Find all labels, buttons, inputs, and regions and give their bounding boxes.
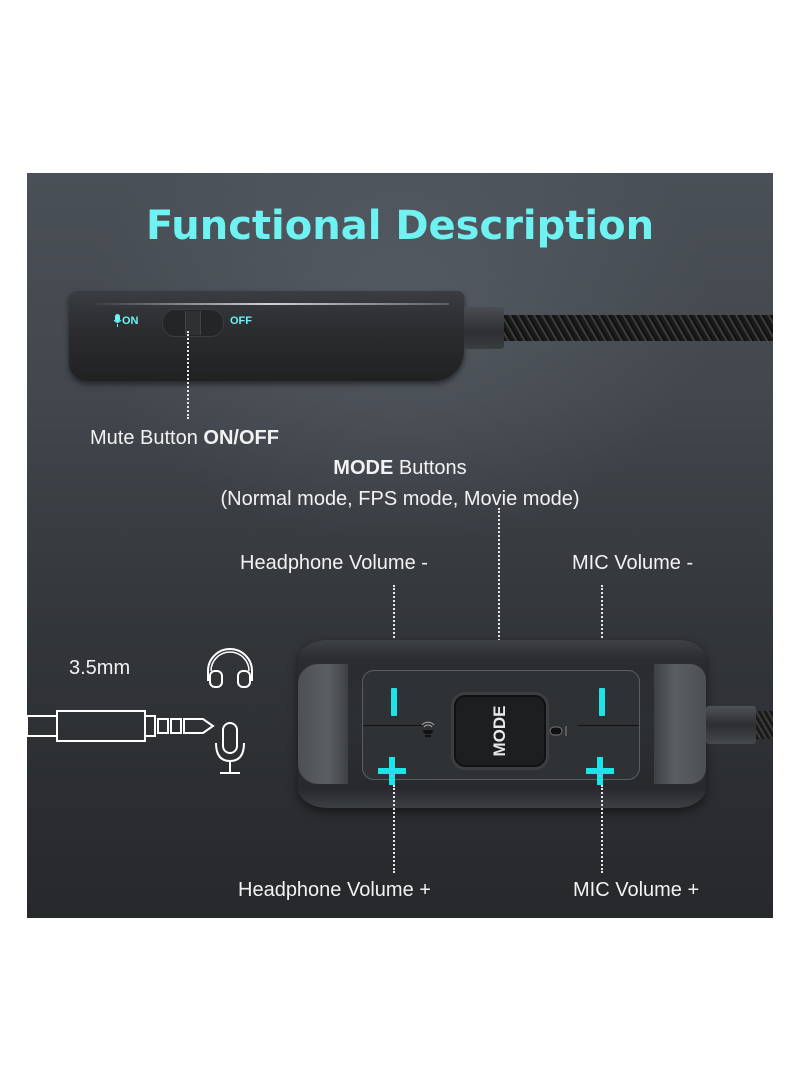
braided-cable bbox=[504, 315, 773, 341]
mute-caption: Mute Button ON/OFF bbox=[90, 427, 279, 449]
mic-volume-minus-label: MIC Volume - bbox=[572, 552, 694, 574]
mic-volume-plus-label: MIC Volume + bbox=[573, 879, 700, 901]
mode-button[interactable]: MODE bbox=[451, 692, 549, 770]
mic-minus-pointer bbox=[601, 585, 603, 685]
mode-caption: MODE Buttons bbox=[333, 457, 467, 479]
mode-list: (Normal mode, FPS mode, Movie mode) bbox=[220, 488, 580, 510]
mic-indicator-icon bbox=[549, 726, 567, 736]
headphone-volume-minus-label: Headphone Volume - bbox=[240, 552, 428, 574]
jack-size-label: 3.5mm bbox=[69, 657, 131, 679]
headphone-volume-plus-label: Headphone Volume + bbox=[238, 879, 431, 901]
headphone-plus-pointer bbox=[393, 785, 395, 873]
mute-off-label: OFF bbox=[230, 315, 252, 327]
controller-collar bbox=[706, 706, 756, 744]
page-title: Functional Description bbox=[145, 203, 655, 249]
mic-volume-up-button[interactable] bbox=[586, 757, 614, 785]
mic-plus-pointer bbox=[601, 785, 603, 873]
mic-volume-down-button[interactable] bbox=[599, 688, 605, 716]
braided-cable-bottom bbox=[756, 711, 773, 739]
mute-controller bbox=[69, 291, 464, 381]
headphones-icon bbox=[207, 648, 253, 688]
headphone-volume-down-button[interactable] bbox=[391, 688, 397, 716]
microphone-icon bbox=[215, 722, 245, 774]
mute-controller-collar bbox=[464, 307, 504, 349]
product-panel: Functional Description ON OFF Mute Butto… bbox=[27, 173, 773, 918]
mute-pointer-line bbox=[187, 331, 189, 419]
mute-on-label: ON bbox=[122, 315, 139, 327]
mute-switch-knob[interactable] bbox=[185, 311, 201, 335]
headphone-speaker-icon bbox=[421, 721, 435, 737]
headphone-volume-up-button[interactable] bbox=[378, 757, 406, 785]
audio-jack-icon bbox=[27, 710, 215, 742]
headphone-minus-pointer bbox=[393, 585, 395, 685]
mute-switch[interactable] bbox=[162, 309, 224, 337]
mic-small-icon bbox=[113, 314, 122, 327]
mode-pointer bbox=[498, 508, 500, 708]
inline-controller: MODE bbox=[298, 640, 706, 808]
